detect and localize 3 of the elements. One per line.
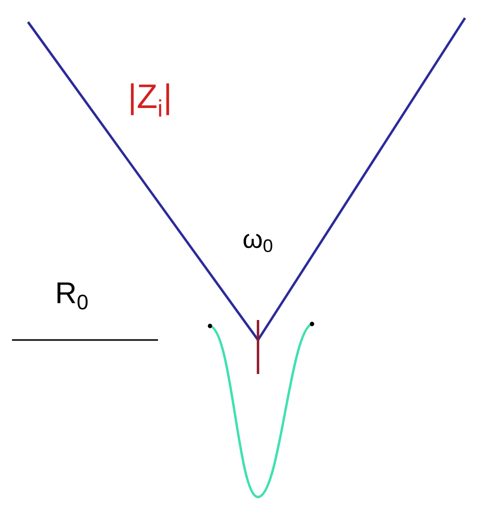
curve-label: |Z$_{i}$| — [130, 83, 170, 117]
level-label: R$_{0}$ — [58, 282, 88, 310]
frequency-label: ω$_{0}$ — [244, 234, 272, 252]
